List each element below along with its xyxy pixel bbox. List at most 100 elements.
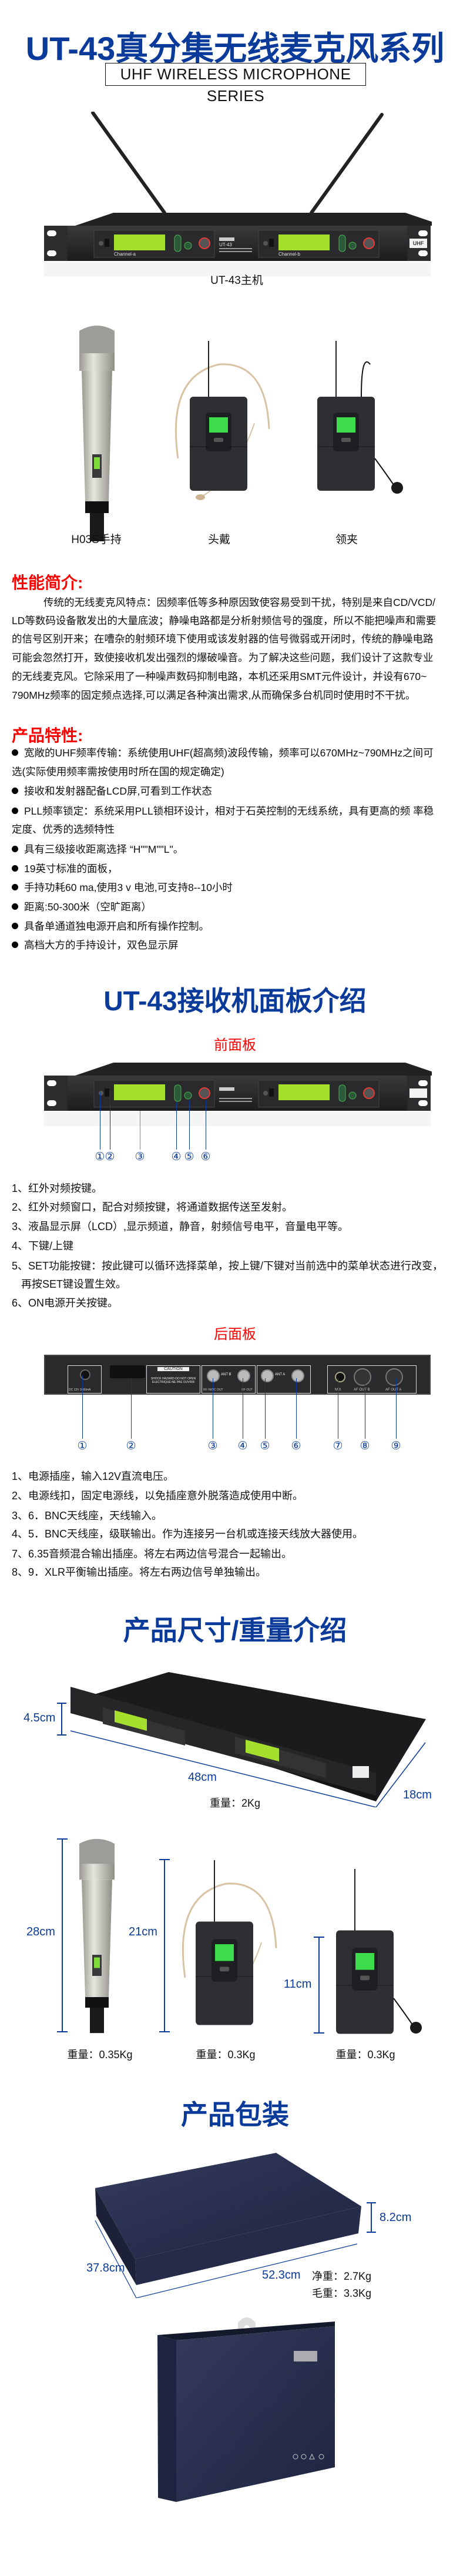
bar-cap bbox=[57, 1703, 66, 1704]
performance-line: 传统的无线麦克风特点：因频率低等多种原因致使容易受到干扰，特别是来自CD/VCD… bbox=[43, 597, 435, 608]
handheld-height-label: 28cm bbox=[26, 1925, 55, 1938]
bullet-icon bbox=[12, 942, 18, 948]
callout-1: ① bbox=[95, 1151, 105, 1163]
feature-text: 具有三级接收距离选择 “H""M""L"。 bbox=[24, 843, 184, 855]
bullet-icon bbox=[12, 903, 18, 910]
callout-line bbox=[396, 1378, 397, 1439]
front-panel-item: 5、SET功能按键：按此键可以循环选择菜单，按上键/下键对当前选中的菜单状态进行… bbox=[12, 1260, 444, 1272]
af-out-a-label: AF OUT A bbox=[385, 1388, 402, 1392]
front-panel-item: 3、液晶显示屏（LCD）,显示频道，静音，射频信号电平，音量电平等。 bbox=[12, 1221, 349, 1232]
handheld-height-bar bbox=[62, 1838, 63, 2032]
antenna-left bbox=[91, 112, 166, 215]
package-width-label: 52.3cm bbox=[262, 2269, 301, 2282]
rear-panel-item: 4、5．BNC天线座，级联输出。作为连接另一台机或连接天线放大器使用。 bbox=[12, 1528, 364, 1540]
headset-weight: 重量：0.3Kg bbox=[196, 2049, 256, 2061]
bullet-icon bbox=[12, 846, 18, 852]
headset-height-label: 21cm bbox=[129, 1925, 157, 1938]
package-gross-weight: 毛重：3.3Kg bbox=[312, 2287, 372, 2299]
headset-height-bar bbox=[164, 1859, 165, 2032]
bar-cap bbox=[159, 1859, 170, 1860]
callout-4: ④ bbox=[171, 1151, 182, 1163]
bar-cap bbox=[57, 1838, 68, 1840]
ant-b-group: ANT B RF IN/DC OUT RF OUT bbox=[202, 1365, 256, 1393]
rear-panel-image: DC 12V 1000mA CAUTION SHOCK HAZARD-DO NO… bbox=[44, 1355, 431, 1395]
receiver-width-label: 48cm bbox=[188, 1771, 217, 1784]
lavalier-caption: 领夹 bbox=[335, 534, 358, 546]
channel-b-label: Channel-b bbox=[278, 252, 300, 257]
receiver-perspective-image bbox=[70, 1672, 426, 1807]
feature-text: 选(实际使用频率需按使用时所在国的规定确定) bbox=[12, 766, 224, 778]
front-panel-image bbox=[44, 1063, 432, 1127]
package-box-standing-image bbox=[157, 2317, 335, 2502]
certification-icons bbox=[293, 2453, 324, 2460]
packaging-title: 产品包装 bbox=[181, 2099, 289, 2130]
feature-item: 宽敞的UHF频率传输：系统使用UHF(超高频)波段传输，频率可以670MHz~7… bbox=[12, 745, 434, 760]
front-panel-item-continued: 再按SET键设置生效。 bbox=[21, 1278, 127, 1290]
bar-cap bbox=[314, 2032, 324, 2034]
dimensions-title: 产品尺寸/重量介绍 bbox=[123, 1615, 347, 1646]
performance-line: LD等数码设备散发出的大量底波；静噪电路都是分析射频信号的强度，所以不能把噪声和… bbox=[12, 615, 437, 627]
brand-logo-icon bbox=[294, 2351, 317, 2361]
handheld-caption: H03S手持 bbox=[71, 534, 122, 546]
front-panel-item: 2、红外对频窗口，配合对频按键，将通道数据传送至发射。 bbox=[12, 1201, 293, 1213]
bar-cap bbox=[57, 1734, 66, 1736]
shock-hazard-text-fr: ELECTRIQUE-NE PAS OUVRIR bbox=[152, 1381, 195, 1384]
bnc-connector bbox=[237, 1369, 250, 1382]
bnc-connector bbox=[261, 1369, 274, 1382]
feature-text: 宽敞的UHF频率传输：系统使用UHF(超高频)波段传输，频率可以670MHz~7… bbox=[24, 747, 434, 759]
shock-hazard-text: SHOCK HAZARD-DO NOT OPEN bbox=[150, 1377, 196, 1381]
panel-intro-title: UT-43接收机面板介绍 bbox=[103, 986, 367, 1016]
dc-label: DC 12V 1000mA bbox=[69, 1388, 91, 1392]
bullet-icon bbox=[12, 788, 18, 794]
rear-panel-item: 8、9．XLR平衡输出插座。将左右两边信号单独输出。 bbox=[12, 1566, 267, 1578]
headset-transmitter-image bbox=[174, 341, 270, 500]
mix-jack bbox=[335, 1372, 345, 1382]
feature-item: 19英寸标准的面板， bbox=[12, 861, 118, 876]
callout-8: ⑧ bbox=[360, 1440, 370, 1452]
callout-2: ② bbox=[126, 1440, 136, 1452]
front-panel-item: 6、ON电源开关按键。 bbox=[12, 1297, 119, 1309]
callout-9: ⑨ bbox=[391, 1440, 401, 1452]
rear-panel-item: 1、电源插座，输入12V直流电压。 bbox=[12, 1470, 174, 1482]
feature-item: 具备单通道独电源开启和所有操作控制。 bbox=[12, 919, 209, 933]
receiver-front-image bbox=[44, 112, 432, 276]
feature-text: 具备单通道独电源开启和所有操作控制。 bbox=[24, 920, 209, 932]
model-label: UT-43 bbox=[219, 242, 232, 247]
rear-panel-item: 3、6．BNC天线座，天线输入。 bbox=[12, 1510, 163, 1522]
callout-3: ③ bbox=[207, 1440, 218, 1452]
xlr-connector-a bbox=[385, 1368, 403, 1386]
bar-cap bbox=[367, 2202, 376, 2203]
bullet-icon bbox=[12, 749, 18, 756]
package-depth-label: 37.8cm bbox=[86, 2262, 125, 2274]
caution-text: CAUTION bbox=[157, 1367, 189, 1371]
performance-line: 的无线麦克风。它除采用了一种噪声数码抑制电路，本机还采用SMT元件设计，并设有6… bbox=[12, 671, 427, 682]
performance-heading: 性能简介: bbox=[12, 574, 83, 592]
callout-3: ③ bbox=[135, 1151, 145, 1163]
front-panel-item: 1、红外对频按键。 bbox=[12, 1183, 103, 1194]
rf-out-label: RF OUT bbox=[241, 1388, 253, 1392]
feature-text: 接收和发射器配备LCD屏,可看到工作状态 bbox=[24, 785, 212, 797]
handheld-weight: 重量：0.35Kg bbox=[67, 2049, 133, 2061]
handheld-mic-image bbox=[79, 326, 115, 541]
callout-5: ⑤ bbox=[184, 1151, 194, 1163]
feature-item: 具有三级接收距离选择 “H""M""L"。 bbox=[12, 842, 183, 856]
feature-item: 手持功耗60 ma,使用3 v 电池,可支持8--10小时 bbox=[12, 880, 233, 895]
box-handle bbox=[238, 2317, 256, 2330]
callout-1: ① bbox=[77, 1440, 88, 1452]
uhf-badge: UHF bbox=[412, 240, 424, 246]
feature-item-continued: 选(实际使用频率需按使用时所在国的规定确定) bbox=[12, 764, 224, 779]
callout-6: ⑥ bbox=[200, 1151, 211, 1163]
performance-line: 可能会忽然打开，致使接收机发出强烈的爆破噪音。为了解决这些问题，我们设计了这款专… bbox=[12, 652, 434, 664]
package-height-label: 8.2cm bbox=[380, 2211, 412, 2224]
main-unit-caption: UT-43主机 bbox=[210, 274, 263, 287]
callout-line bbox=[189, 1100, 190, 1150]
front-panel-item: 4、下键/上键 bbox=[12, 1240, 74, 1252]
feature-text: 19英寸标准的面板， bbox=[24, 863, 118, 875]
feature-text: 定度、优秀的选频特性 bbox=[12, 823, 115, 835]
callout-7: ⑦ bbox=[333, 1440, 343, 1452]
af-out-b-label: AF OUT B bbox=[354, 1388, 370, 1392]
xlr-connector-b bbox=[354, 1368, 371, 1386]
audio-output-group: MIX AF OUT B AF OUT A bbox=[327, 1365, 417, 1393]
rear-panel-heading: 后面板 bbox=[214, 1326, 256, 1342]
height-bar bbox=[61, 1703, 62, 1736]
